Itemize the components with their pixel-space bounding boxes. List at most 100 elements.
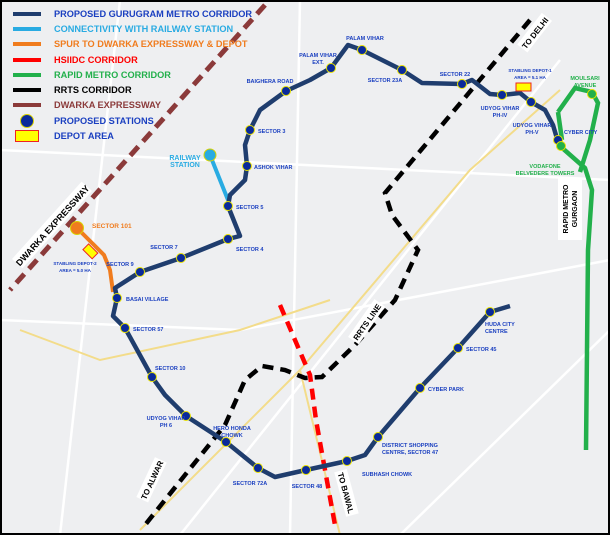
station-marker[interactable] — [176, 253, 186, 263]
station-marker[interactable] — [485, 307, 495, 317]
station-marker[interactable] — [373, 432, 383, 442]
station-marker[interactable] — [181, 411, 191, 421]
station-label: SECTOR 9 — [106, 262, 133, 268]
station-marker[interactable] — [221, 437, 231, 447]
legend-label: PROPOSED STATIONS — [54, 115, 154, 126]
legend-item: CONNECTIVITY WITH RAILWAY STATION — [12, 21, 262, 36]
line-swatch-icon — [12, 26, 42, 31]
station-label: SECTOR 57 — [133, 327, 163, 333]
station-label: SECTOR 48 — [292, 484, 322, 490]
station-marker[interactable] — [397, 65, 407, 75]
legend-label: RRTS CORRIDOR — [54, 85, 132, 96]
station-label: SECTOR 45 — [466, 347, 496, 353]
hsiidc-corridor-line — [277, 304, 338, 526]
legend-label: DEPOT AREA — [54, 131, 114, 142]
station-marker[interactable] — [342, 456, 352, 466]
legend-label: CONNECTIVITY WITH RAILWAY STATION — [54, 23, 234, 34]
station-marker[interactable] — [357, 45, 367, 55]
legend-label: DWARKA EXPRESSWAY — [54, 100, 162, 111]
station-label: PALAM VIHAR — [346, 36, 384, 42]
station-marker[interactable] — [245, 125, 255, 135]
line-swatch-icon — [12, 11, 42, 16]
station-label: CYBER CITY — [564, 130, 598, 136]
stations — [112, 45, 597, 475]
spur-line — [75, 226, 115, 293]
station-marker[interactable] — [415, 383, 425, 393]
legend-item: PROPOSED STATIONS — [12, 113, 262, 128]
legend-label: RAPID METRO CORRIDOR — [54, 69, 171, 80]
rapid-metro-station-marker[interactable] — [556, 141, 566, 151]
station-label: SECTOR 22 — [440, 72, 470, 78]
railway-station-marker[interactable] — [203, 148, 217, 162]
station-label: SECTOR 72A — [233, 481, 267, 487]
station-marker[interactable] — [242, 161, 252, 171]
rapid-metro-gurgaon-text: GURGAON — [572, 191, 579, 228]
station-label: SECTOR 3 — [258, 129, 285, 135]
dwarka-expressway-line — [8, 3, 267, 292]
station-marker[interactable] — [120, 323, 130, 333]
legend-item: SPUR TO DWARKA EXPRESSWAY & DEPOT — [12, 37, 262, 52]
rapid-metro-gurgaon-text: RAPID METRO — [563, 184, 570, 234]
sector-101-marker[interactable] — [70, 221, 84, 235]
depot-1-area[interactable] — [515, 82, 532, 92]
station-label: SECTOR 7 — [150, 245, 177, 251]
station-label: BAIGHERA ROAD — [247, 79, 294, 85]
station-marker[interactable] — [223, 201, 233, 211]
station-marker[interactable] — [457, 79, 467, 89]
station-label: SECTOR 10 — [155, 366, 185, 372]
station-marker[interactable] — [253, 463, 263, 473]
station-label: SUBHASH CHOWK — [362, 472, 412, 478]
rrts-corridor-line — [143, 18, 532, 527]
legend-item: PROPOSED GURUGRAM METRO CORRIDOR — [12, 6, 262, 21]
legend-item: RRTS CORRIDOR — [12, 82, 262, 97]
station-dot-icon — [12, 113, 42, 128]
sector-101-label: SECTOR 101 — [92, 223, 132, 230]
station-marker[interactable] — [453, 343, 463, 353]
legend-label: SPUR TO DWARKA EXPRESSWAY & DEPOT — [54, 39, 248, 50]
station-marker[interactable] — [326, 63, 336, 73]
station-marker[interactable] — [497, 90, 507, 100]
rapid-metro-station-marker[interactable] — [587, 89, 597, 99]
depot-2-area[interactable] — [82, 243, 99, 260]
station-marker[interactable] — [135, 267, 145, 277]
station-marker[interactable] — [223, 234, 233, 244]
station-label: BASAI VILLAGE — [126, 297, 169, 303]
legend-label: PROPOSED GURUGRAM METRO CORRIDOR — [54, 8, 253, 19]
depot-area-icon — [12, 130, 42, 143]
legend-item: HSIIDC CORRIDOR — [12, 52, 262, 67]
station-label: SECTOR 4 — [236, 247, 264, 253]
station-marker[interactable] — [526, 97, 536, 107]
legend-item: DWARKA EXPRESSWAY — [12, 98, 262, 113]
legend-item: RAPID METRO CORRIDOR — [12, 67, 262, 82]
station-label: ASHOK VIHAR — [254, 165, 293, 171]
station-marker[interactable] — [281, 86, 291, 96]
station-label: CYBER PARK — [428, 387, 464, 393]
railway-connectivity-line — [208, 154, 230, 201]
station-marker[interactable] — [112, 293, 122, 303]
station-marker[interactable] — [147, 372, 157, 382]
line-swatch-icon — [12, 57, 42, 62]
line-swatch-icon — [12, 42, 42, 47]
legend-label: HSIIDC CORRIDOR — [54, 54, 138, 65]
legend-item: DEPOT AREA — [12, 128, 262, 143]
station-marker[interactable] — [301, 465, 311, 475]
line-swatch-icon — [12, 88, 42, 93]
